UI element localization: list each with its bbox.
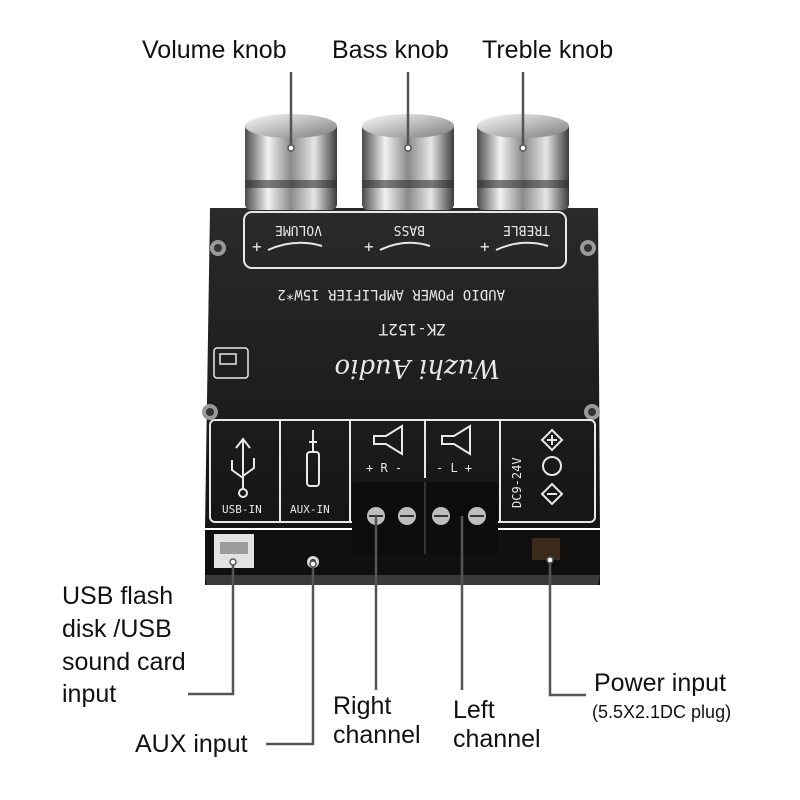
dc-power-jack <box>520 530 576 568</box>
bluetooth-chip-icon <box>213 347 249 379</box>
knob-plus-sign: + <box>480 237 490 256</box>
leader-dots <box>229 144 554 568</box>
leader-lines <box>188 72 586 746</box>
callout-volume-knob: Volume knob <box>142 36 287 64</box>
callout-bass-knob: Bass knob <box>332 36 449 64</box>
knob-rotation-arrow-icon <box>267 241 549 251</box>
knob-plus-sign: + <box>364 237 374 256</box>
audio-jack-icon <box>306 430 320 487</box>
callout-usb-input-line-1: USB flash <box>62 582 174 610</box>
knob-label-frame <box>243 211 567 269</box>
usb-port-label: USB-IN <box>222 503 262 516</box>
pcb-board <box>205 208 600 528</box>
callout-left-channel-line-2: channel <box>453 725 541 753</box>
board-title: AUDIO POWER AMPLIFIER 15W*2 <box>277 286 505 302</box>
power-label: DC9-24V <box>510 457 524 508</box>
mount-screw-icon <box>202 240 600 420</box>
board-label-volume: VOLUME <box>275 222 322 237</box>
usb-icon <box>231 437 255 498</box>
board-label-bass: BASS <box>394 222 425 237</box>
callout-left-channel-line-1: Left <box>453 696 495 724</box>
callout-right-channel-line-2: channel <box>333 721 421 749</box>
callout-usb-input-line-4: input <box>62 680 117 708</box>
callout-usb-input-line-3: sound card <box>62 648 186 676</box>
board-model: ZK-152T <box>378 320 446 339</box>
speaker-terminal-block <box>352 482 498 554</box>
aux-port-label: AUX-IN <box>290 503 330 516</box>
left-speaker-label: - L + <box>436 461 472 475</box>
board-brand: Wuzhi Audio <box>334 353 500 383</box>
callout-power-input: Power input <box>594 669 727 697</box>
usb-port <box>214 534 254 568</box>
speaker-icon <box>373 424 471 456</box>
callout-power-input-note: (5.5X2.1DC plug) <box>592 702 732 722</box>
callout-treble-knob: Treble knob <box>482 36 614 64</box>
callout-usb-input-line-2: disk /USB <box>62 615 172 643</box>
knob-plus-sign: + <box>252 237 262 256</box>
right-speaker-label: + R - <box>366 461 402 475</box>
dc-polarity-icon <box>540 428 564 506</box>
callout-right-channel-line-1: Right <box>333 692 392 720</box>
board-label-treble: TREBLE <box>503 222 550 237</box>
callout-aux-input: AUX input <box>135 730 248 758</box>
